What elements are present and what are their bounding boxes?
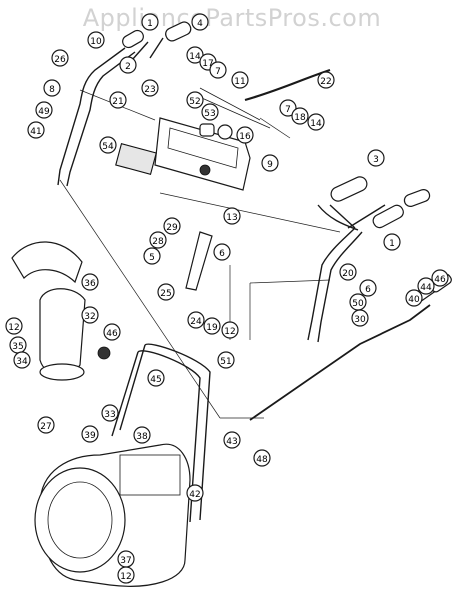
callout-label: 11 (234, 77, 245, 87)
callout-label: 27 (40, 422, 51, 432)
callout-label: 14 (310, 119, 322, 129)
callout-label: 34 (16, 357, 28, 367)
callout-label: 45 (150, 375, 161, 385)
callout-label: 44 (420, 283, 432, 293)
callout-label: 1 (147, 19, 153, 29)
callout-label: 54 (102, 142, 114, 152)
control-cable (244, 68, 331, 102)
callout-label: 18 (294, 113, 306, 123)
callout-label: 9 (267, 160, 273, 170)
callout-markers: 10 2 1 4 26 21 23 14 17 7 11 22 8 49 52 … (5, 13, 449, 584)
callout-label: 6 (219, 249, 225, 259)
callout-label: 39 (84, 431, 96, 441)
callout-label: 29 (166, 223, 178, 233)
callout-label: 22 (320, 77, 331, 87)
callout-label: 52 (189, 97, 200, 107)
callout-label: 19 (206, 323, 218, 333)
callout-label: 30 (354, 315, 366, 325)
auger-housing (34, 443, 191, 587)
callout-label: 50 (352, 299, 364, 309)
shift-rod (249, 273, 452, 421)
callout-label: 12 (224, 327, 235, 337)
chute-assembly (11, 241, 111, 381)
callout-label: 12 (8, 323, 19, 333)
headlight (115, 143, 157, 175)
callout-label: 10 (90, 37, 102, 47)
callout-label: 35 (12, 342, 23, 352)
callout-label: 7 (215, 67, 221, 77)
callout-label: 20 (342, 269, 354, 279)
callout-label: 4 (197, 19, 203, 29)
upper-handle-right (307, 176, 431, 343)
callout-label: 3 (373, 155, 379, 165)
callout-label: 51 (220, 357, 231, 367)
callout-label: 21 (112, 97, 123, 107)
callout-label: 12 (120, 572, 131, 582)
callout-label: 32 (84, 312, 95, 322)
callout-label: 1 (389, 239, 395, 249)
callout-label: 5 (149, 253, 155, 263)
lower-handle (111, 343, 211, 523)
callout-label: 53 (204, 109, 215, 119)
callout-label: 46 (106, 329, 118, 339)
callout-label: 26 (54, 55, 66, 65)
callout-label: 14 (189, 52, 201, 62)
callout-label: 36 (84, 279, 96, 289)
callout-label: 28 (152, 237, 164, 247)
callout-label: 42 (189, 490, 200, 500)
callout-label: 38 (136, 432, 148, 442)
callout-label: 16 (239, 132, 251, 142)
callout-label: 43 (226, 437, 237, 447)
callout-label: 13 (226, 213, 237, 223)
callout-label: 17 (202, 59, 213, 69)
callout-label: 24 (190, 317, 202, 327)
callout-label: 8 (49, 85, 55, 95)
callout-label: 2 (125, 62, 131, 72)
callout-label: 48 (256, 455, 268, 465)
callout-label: 37 (120, 556, 131, 566)
dash-panel (154, 117, 251, 191)
callout-label: 46 (434, 275, 446, 285)
mounting-bracket (185, 231, 213, 291)
callout-label: 7 (285, 105, 291, 115)
callout-label: 25 (160, 289, 171, 299)
callout-label: 41 (30, 127, 41, 137)
callout-label: 6 (365, 285, 371, 295)
callout-label: 49 (38, 107, 50, 117)
watermark: AppliancePartsPros.com (82, 4, 382, 32)
upper-handle-left (57, 21, 192, 187)
callout-label: 23 (144, 85, 155, 95)
callout-label: 33 (104, 410, 115, 420)
callout-label: 40 (408, 295, 420, 305)
